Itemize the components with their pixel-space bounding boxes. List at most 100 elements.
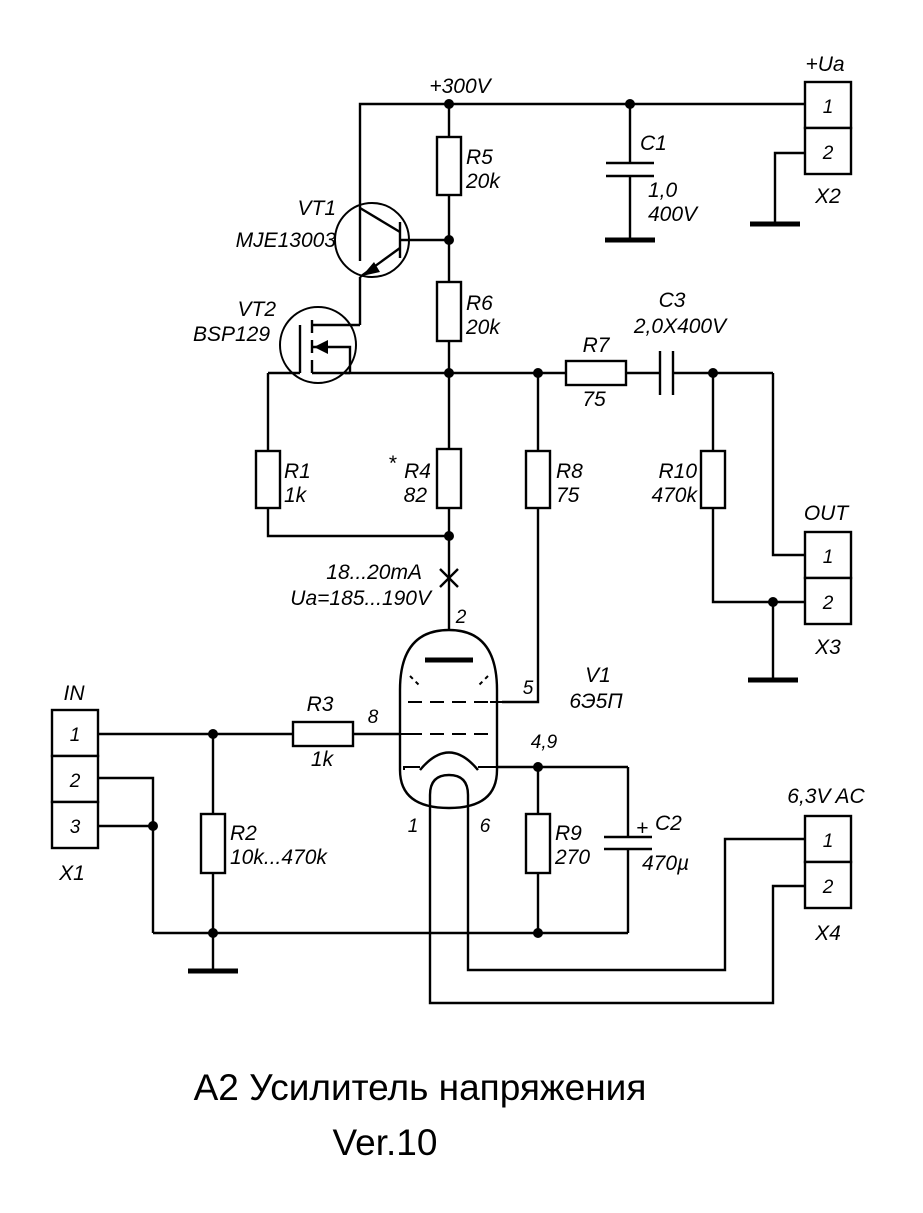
r10-body <box>699 449 727 510</box>
connector-x1: 1 2 3 IN X1 <box>50 682 100 885</box>
r1-bottom-wire <box>266 508 449 538</box>
vt2-arrow <box>314 340 328 354</box>
diagram-title: А2 Усилитель напряжения <box>194 1067 647 1108</box>
c2-polarity: + <box>636 817 648 840</box>
x3-name: OUT <box>804 502 851 525</box>
r3-body <box>291 720 355 748</box>
r9-value: 270 <box>554 846 590 869</box>
r6-ref: R6 <box>466 292 493 315</box>
vt1-transistor-symbol <box>334 202 410 278</box>
measurement-point <box>439 568 459 588</box>
x1-ref: X1 <box>58 862 85 885</box>
x1-pin3-box <box>50 800 100 850</box>
r5-ref: R5 <box>466 146 493 169</box>
capacitors <box>604 161 675 851</box>
junction-dot <box>148 821 158 831</box>
junction-dot <box>208 729 218 739</box>
r2-ref: R2 <box>230 822 257 845</box>
junction-dot <box>533 928 543 938</box>
vt2-mosfet-symbol <box>268 306 360 384</box>
r4-value: 82 <box>404 484 428 507</box>
x4-pin1-label: 1 <box>823 831 834 852</box>
x2-pin1-label: 1 <box>823 97 834 118</box>
tube-pin-cathode: 4,9 <box>531 732 558 753</box>
x1-pin2-box <box>50 754 100 804</box>
x3-pin2-label: 2 <box>822 593 834 614</box>
tube-heater <box>428 773 470 796</box>
vt2-body-lead <box>312 345 352 373</box>
r10-value: 470k <box>651 484 698 507</box>
r1-ref: R1 <box>284 460 311 483</box>
tube-cathode <box>419 751 479 771</box>
component-labels: +300V R5 20k C1 1,0 400V VT1 MJE13003 VT… <box>193 75 728 875</box>
r7-value: 75 <box>582 388 606 411</box>
x4-pin2-box <box>803 860 853 910</box>
measure-voltage: Ua=185...190V <box>290 587 433 610</box>
tube-pin-anode: 2 <box>455 607 467 628</box>
r1-value: 1k <box>284 484 308 507</box>
heater-wire-b <box>428 795 805 1005</box>
tube-beam-plate <box>477 675 489 687</box>
junction-dots <box>148 99 778 938</box>
c1-voltage: 400V <box>648 203 699 226</box>
x2-ground-wire <box>773 151 805 222</box>
tube-cathode-lead <box>403 766 420 770</box>
connector-x4: 1 2 6,3V AC X4 <box>787 785 865 945</box>
tube-envelope <box>398 628 499 810</box>
break-cross <box>439 568 459 588</box>
x2-ref: X2 <box>814 185 841 208</box>
c1-ref: C1 <box>640 132 667 155</box>
r5-body <box>435 135 463 197</box>
r6-body <box>435 280 463 343</box>
junction-dot <box>533 368 543 378</box>
x1-pin2-wire <box>98 776 155 933</box>
r1-body <box>254 449 282 510</box>
v1-part: 6Э5П <box>569 690 623 713</box>
tube-pin-heater-b: 6 <box>480 816 491 837</box>
x4-ref: X4 <box>814 922 841 945</box>
r4-ref: R4 <box>404 460 431 483</box>
x4-pin1-box <box>803 814 853 864</box>
x4-name: 6,3V AC <box>787 785 865 808</box>
c2-ref: C2 <box>655 812 682 835</box>
r8-screen-wire <box>502 508 540 704</box>
supply-label: +300V <box>429 75 492 98</box>
x2-pin1-box <box>803 80 853 130</box>
tube-pin-heater-a: 1 <box>408 816 419 837</box>
x2-pin2-label: 2 <box>822 143 834 164</box>
junction-dot <box>208 928 218 938</box>
vt1-ref: VT1 <box>297 197 336 220</box>
r10-ref: R10 <box>658 460 697 483</box>
junction-dot <box>444 531 454 541</box>
vt2-part: BSP129 <box>193 323 270 346</box>
resistors <box>199 135 727 875</box>
connector-x3: 1 2 OUT X3 <box>803 502 853 659</box>
r2-body <box>199 812 227 875</box>
diagram-version: Ver.10 <box>333 1122 438 1163</box>
vt1-part: MJE13003 <box>236 229 337 252</box>
v1-tube-symbol <box>398 628 502 810</box>
vt1-body <box>334 202 410 278</box>
vt1-emitter-arrow <box>362 262 380 276</box>
wires <box>98 102 805 1005</box>
ground-symbols <box>188 221 800 974</box>
vt2-ref: VT2 <box>237 298 276 321</box>
r9-body <box>524 812 552 875</box>
junction-dot <box>444 235 454 245</box>
junction-dot <box>708 368 718 378</box>
v1-ref: V1 <box>585 664 611 687</box>
supply-rail-wire <box>358 102 805 261</box>
junction-dot <box>768 597 778 607</box>
heater-wire-a <box>466 795 805 972</box>
x2-name: +Ua <box>805 53 844 76</box>
x3-ref: X3 <box>814 636 841 659</box>
vt2-body <box>279 306 357 384</box>
tube-pin-screen: 5 <box>523 678 534 699</box>
r4-body <box>435 447 463 510</box>
measure-current: 18...20mA <box>326 561 422 584</box>
tube-pin-grid: 8 <box>368 707 379 728</box>
x3-pin2-box <box>803 576 853 626</box>
junction-dot <box>444 368 454 378</box>
